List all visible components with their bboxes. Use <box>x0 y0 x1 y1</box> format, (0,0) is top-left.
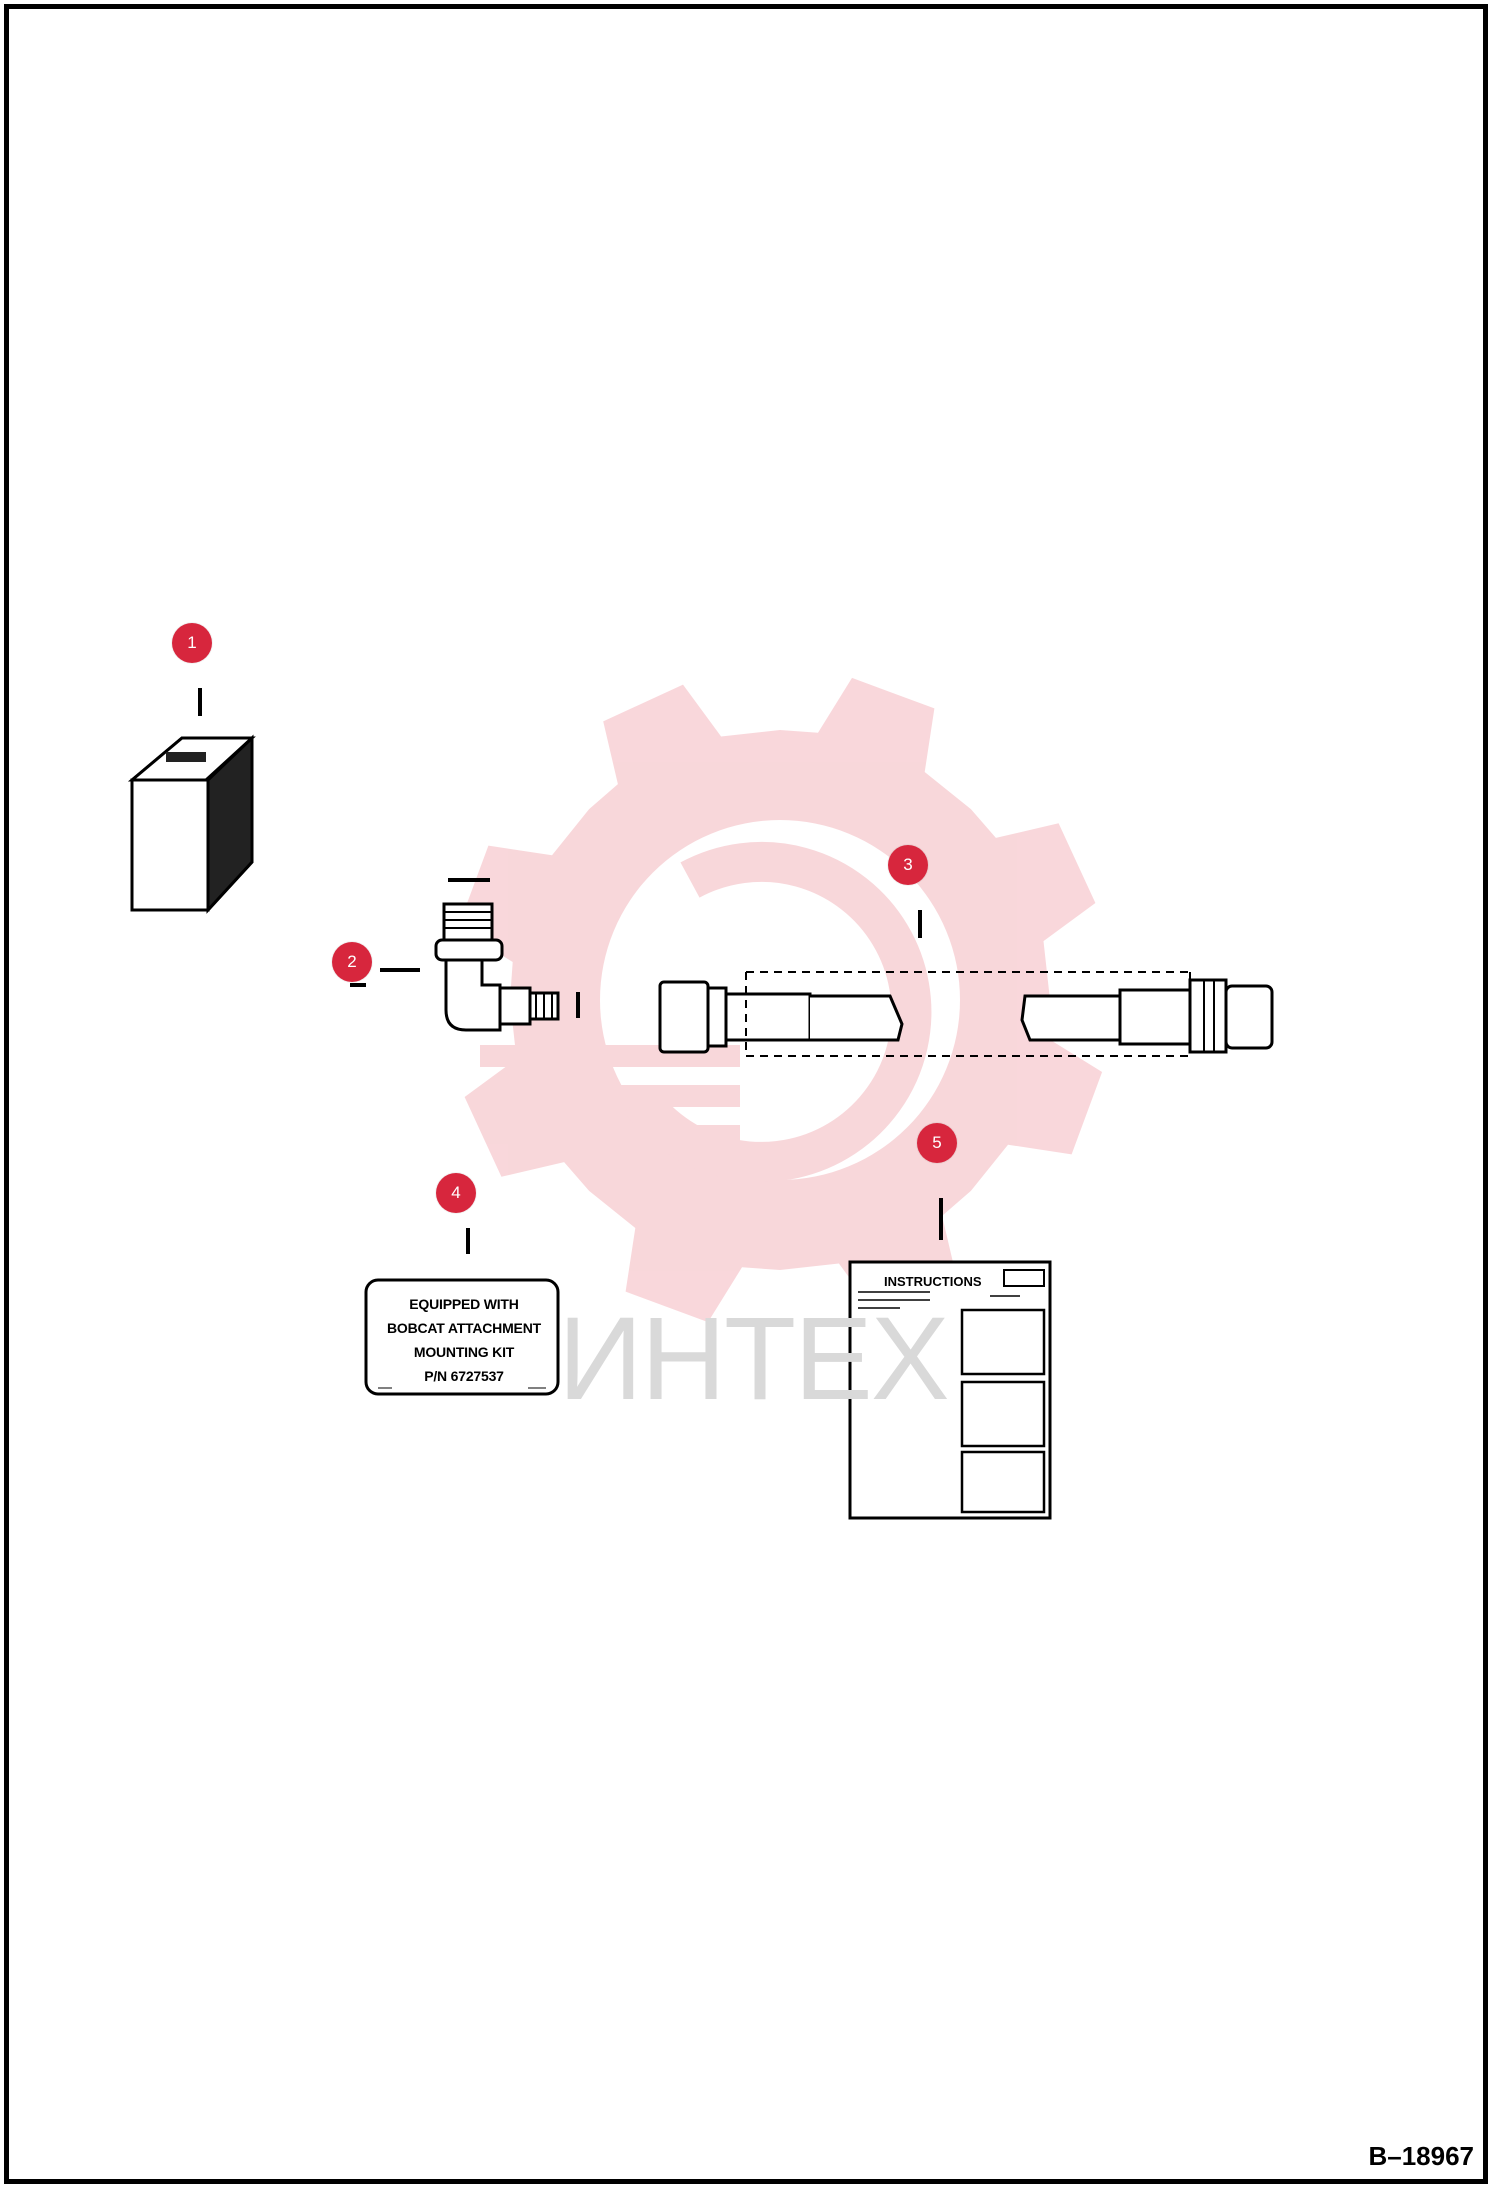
callout-1[interactable]: 1 <box>172 623 212 663</box>
part-4-decal <box>364 1228 560 1396</box>
callout-4[interactable]: 4 <box>436 1173 476 1213</box>
watermark-text: ИНТЕХ <box>558 1293 950 1425</box>
drawing-frame <box>4 4 1488 2184</box>
part-5-instruction-sheet <box>848 1198 1052 1520</box>
decal-line-1: EQUIPPED WITH <box>409 1296 519 1312</box>
callout-3[interactable]: 3 <box>888 845 928 885</box>
part-2-elbow-fitting <box>350 878 580 1032</box>
instructions-title: INSTRUCTIONS <box>884 1274 982 1289</box>
decal-line-2: BOBCAT ATTACHMENT <box>387 1320 541 1336</box>
watermark-swoosh <box>623 841 932 1182</box>
watermark-bar-3 <box>520 1125 740 1147</box>
decal-line-4: P/N 6727537 <box>424 1368 504 1384</box>
decal-line-3: MOUNTING KIT <box>413 1344 515 1360</box>
part-1-box <box>127 688 256 914</box>
figure-id: B–18967 <box>1368 2141 1474 2171</box>
watermark-bar-2 <box>500 1085 740 1107</box>
callout-2[interactable]: 2 <box>332 942 372 982</box>
decal-text: EQUIPPED WITH BOBCAT ATTACHMENT MOUNTING… <box>372 1292 556 1388</box>
part-3-hose <box>658 910 1274 1057</box>
callout-5[interactable]: 5 <box>917 1123 957 1163</box>
